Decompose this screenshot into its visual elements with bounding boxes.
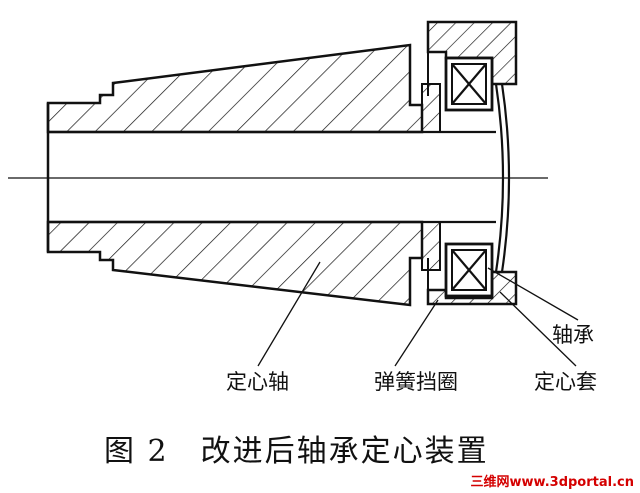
centering-sleeve-lower — [426, 270, 518, 306]
figure-caption: 图 2 改进后轴承定心装置 — [104, 434, 489, 469]
shaft-lower-section — [46, 220, 424, 307]
leader-spring-retainer — [394, 299, 439, 367]
leader-bearing — [487, 267, 579, 321]
shaft-journal-upper — [421, 83, 441, 133]
label-centering-shaft: 定心轴 — [226, 370, 289, 394]
bearing-lower — [444, 242, 494, 298]
leader-centering-shaft — [257, 261, 321, 367]
shaft-upper-section — [46, 43, 424, 134]
bearing-upper — [444, 56, 494, 112]
label-bearing: 轴承 — [552, 323, 594, 347]
shaft-journal-lower — [421, 221, 441, 271]
watermark: 三维网www.3dportal.cn — [470, 475, 634, 490]
label-centering-sleeve: 定心套 — [534, 370, 597, 394]
label-spring-retainer: 弹簧挡圈 — [374, 370, 458, 394]
leader-centering-sleeve — [499, 291, 577, 367]
